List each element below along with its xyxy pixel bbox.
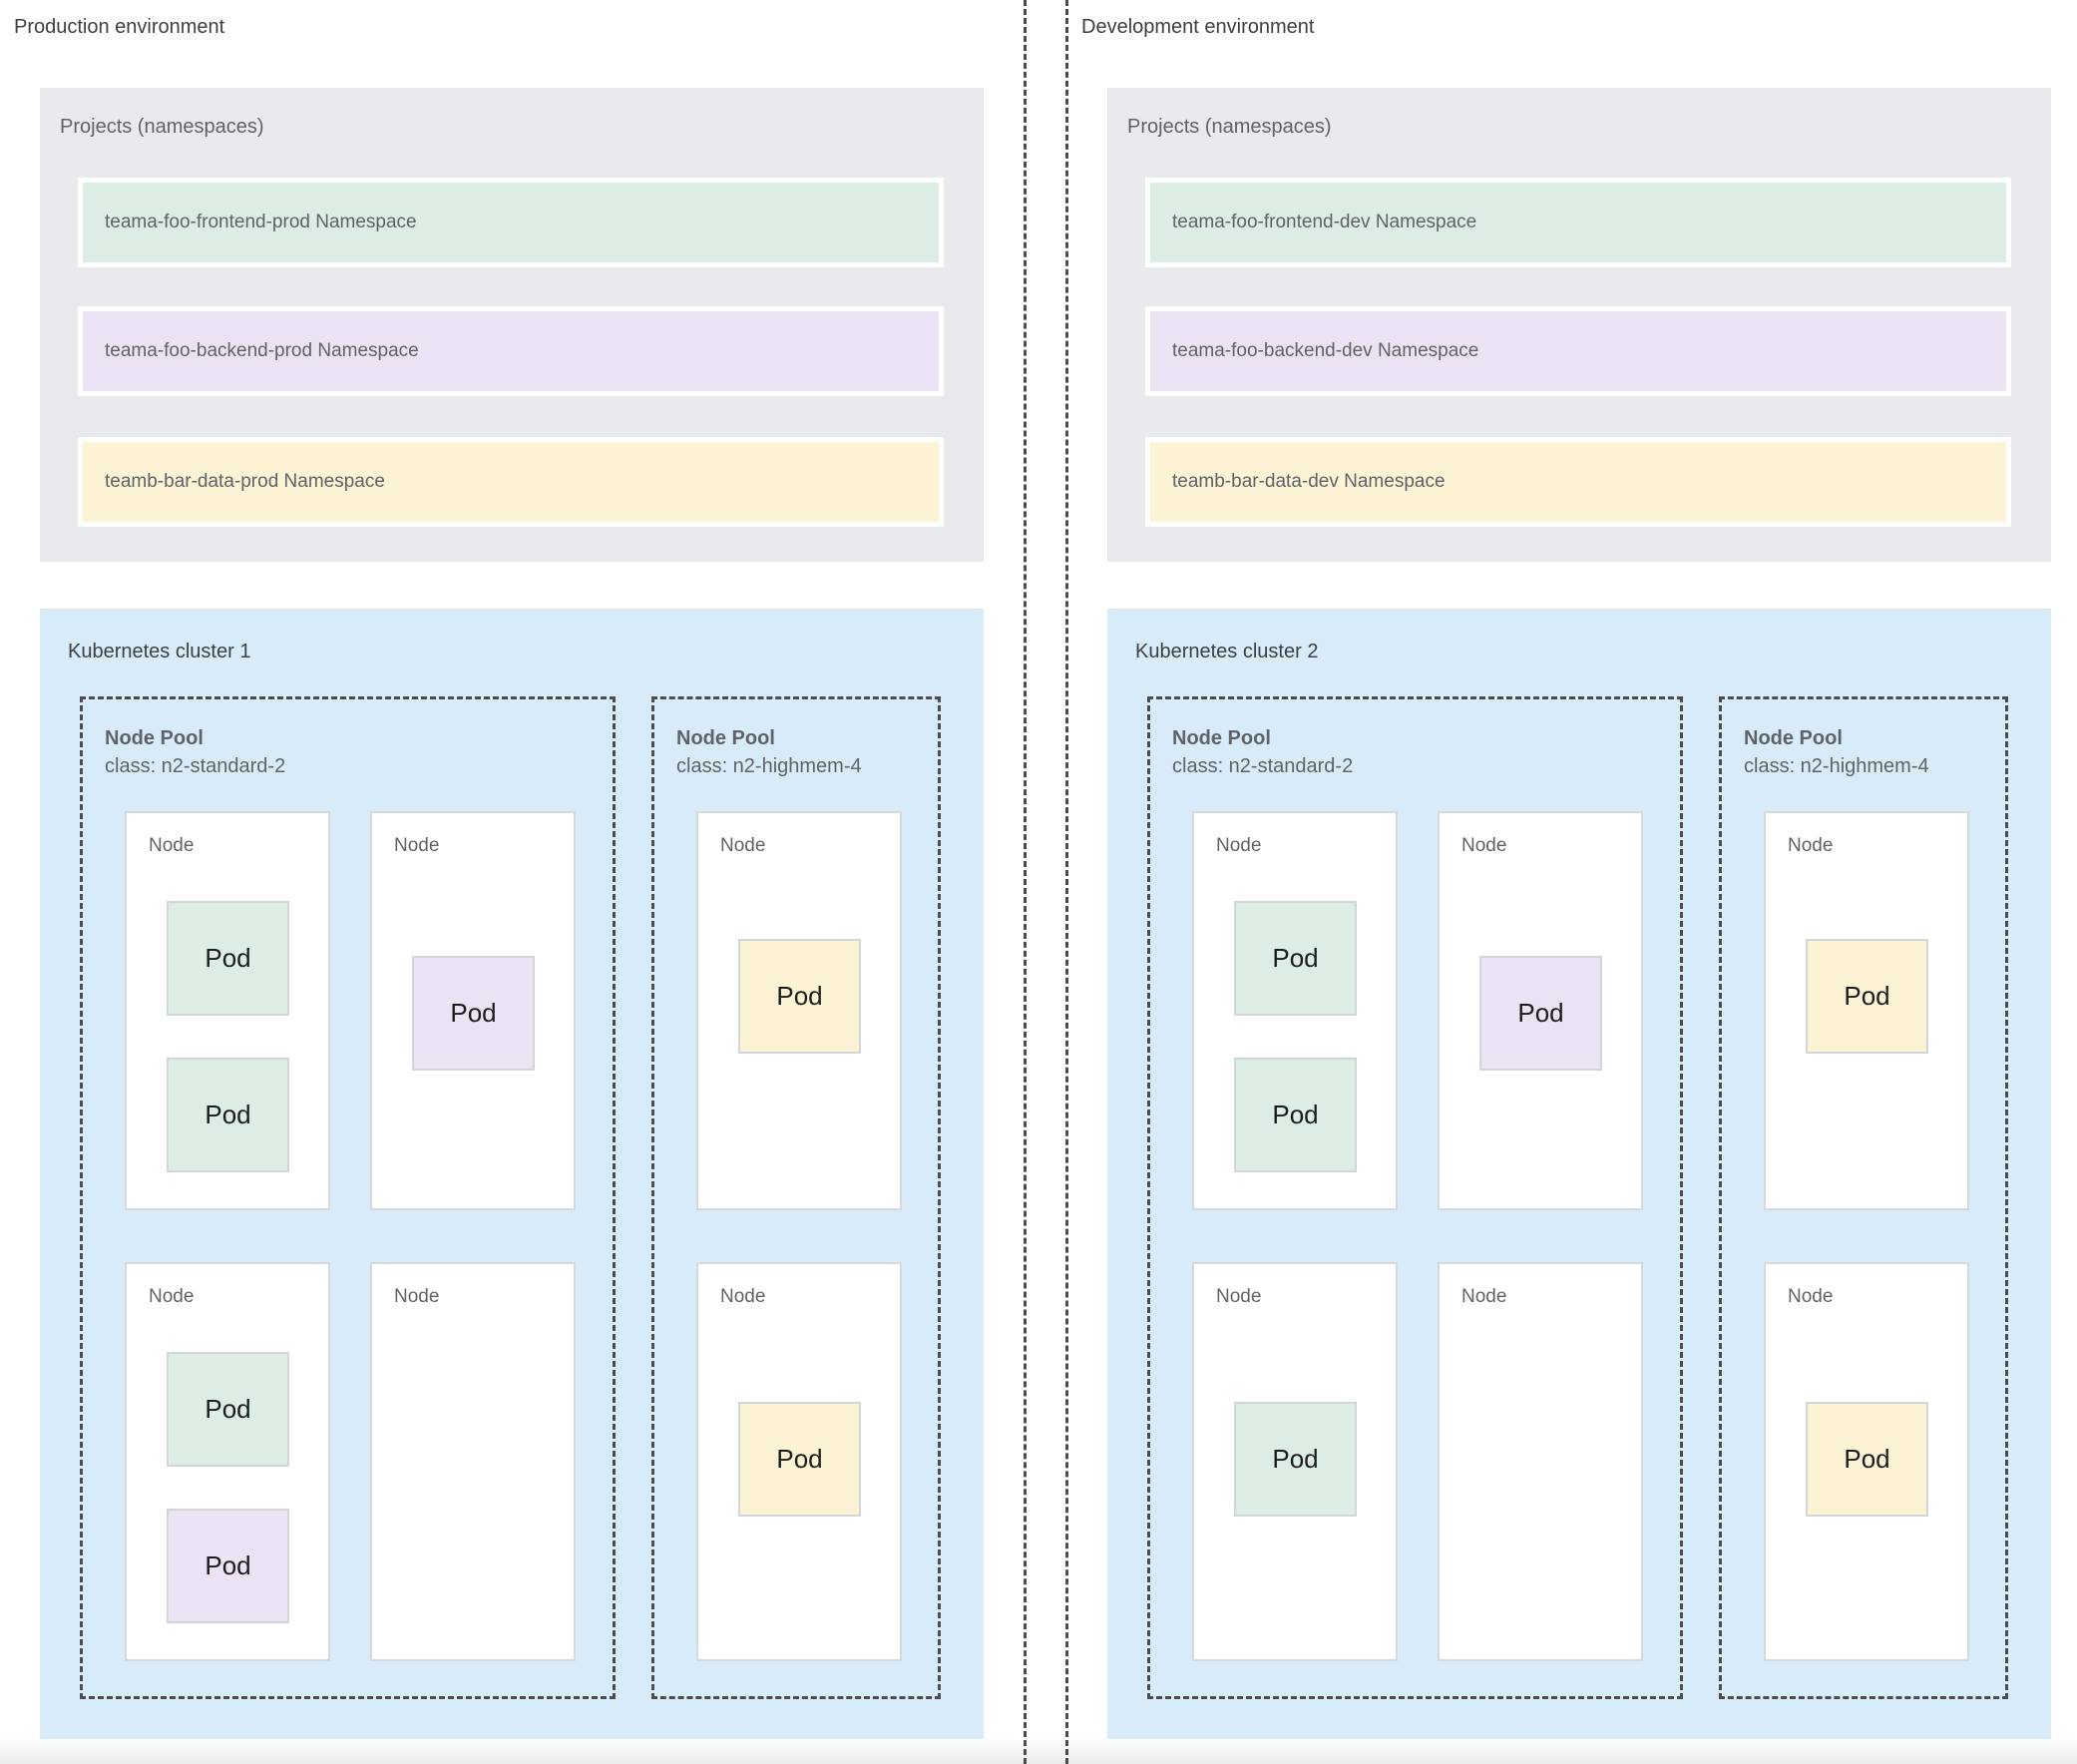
namespace-row: teamb-bar-data-prod Namespace xyxy=(78,437,944,527)
cluster-label: Kubernetes cluster 1 xyxy=(68,641,251,662)
node-label: Node xyxy=(149,835,195,856)
cluster-label: Kubernetes cluster 2 xyxy=(1135,641,1319,662)
node-pool-n2-standard-2: Node Pool class: n2-standard-2 Node Pod … xyxy=(80,696,616,1699)
projects-box: Projects (namespaces) teama-foo-frontend… xyxy=(1107,88,2051,562)
kubernetes-cluster-box: Kubernetes cluster 2 Node Pool class: n2… xyxy=(1107,609,2051,1739)
node-box: Node Pod xyxy=(1192,1262,1398,1661)
pod: Pod xyxy=(738,939,861,1054)
environment-divider-line xyxy=(1065,0,1068,1764)
namespace-label: teamb-bar-data-dev Namespace xyxy=(1172,471,1446,492)
environment-title: Production environment xyxy=(14,16,225,38)
pod: Pod xyxy=(738,1402,861,1517)
node-box: Node Pod xyxy=(1764,1262,1969,1661)
node-pool-n2-standard-2: Node Pool class: n2-standard-2 Node Pod … xyxy=(1147,696,1683,1699)
node-label: Node xyxy=(394,835,440,856)
node-pool-header: Node Pool class: n2-standard-2 xyxy=(105,724,613,780)
node-box: Node xyxy=(370,1262,576,1661)
node-box: Node Pod xyxy=(1764,811,1969,1210)
pod-label: Pod xyxy=(205,1100,251,1129)
node-pool-class: class: n2-standard-2 xyxy=(1172,755,1354,777)
node-box: Node Pod xyxy=(696,1262,902,1661)
pod-label: Pod xyxy=(450,998,497,1028)
pod-label: Pod xyxy=(1272,1444,1319,1474)
namespace-row: teama-foo-backend-prod Namespace xyxy=(78,306,944,396)
node-label: Node xyxy=(720,835,766,856)
pod-label: Pod xyxy=(1272,943,1319,973)
pod: Pod xyxy=(1479,956,1602,1071)
pod: Pod xyxy=(1806,1402,1928,1517)
node-box: Node Pod xyxy=(696,811,902,1210)
node-box: Node Pod Pod xyxy=(125,1262,330,1661)
node-pool-class: class: n2-standard-2 xyxy=(105,755,286,777)
namespace-row: teamb-bar-data-dev Namespace xyxy=(1145,437,2011,527)
pod: Pod xyxy=(1806,939,1928,1054)
node-label: Node xyxy=(1788,1286,1834,1307)
node-box: Node Pod Pod xyxy=(125,811,330,1210)
node-pool-title: Node Pool xyxy=(1172,727,1271,749)
node-label: Node xyxy=(1216,1286,1262,1307)
pod: Pod xyxy=(167,1509,289,1623)
kubernetes-cluster-box: Kubernetes cluster 1 Node Pool class: n2… xyxy=(40,609,984,1739)
pod-label: Pod xyxy=(205,1550,251,1580)
namespace-row: teama-foo-frontend-prod Namespace xyxy=(78,178,944,267)
node-box: Node Pod xyxy=(1438,811,1643,1210)
namespace-label: teama-foo-backend-prod Namespace xyxy=(105,340,419,361)
pod-label: Pod xyxy=(776,1444,823,1474)
pod: Pod xyxy=(412,956,535,1071)
pod: Pod xyxy=(1234,901,1357,1016)
pod-label: Pod xyxy=(1844,1444,1890,1474)
pod-label: Pod xyxy=(1272,1100,1319,1129)
node-box: Node Pod xyxy=(370,811,576,1210)
node-pool-class: class: n2-highmem-4 xyxy=(1744,755,1929,777)
node-pool-header: Node Pool class: n2-highmem-4 xyxy=(676,724,938,780)
bottom-edge-strip xyxy=(0,1739,2077,1764)
node-pool-n2-highmem-4: Node Pool class: n2-highmem-4 Node Pod N… xyxy=(651,696,941,1699)
node-pool-header: Node Pool class: n2-highmem-4 xyxy=(1744,724,2005,780)
namespace-label: teamb-bar-data-prod Namespace xyxy=(105,471,385,492)
projects-label: Projects (namespaces) xyxy=(60,116,264,138)
pod: Pod xyxy=(1234,1058,1357,1172)
pod: Pod xyxy=(1234,1402,1357,1517)
node-pool-class: class: n2-highmem-4 xyxy=(676,755,862,777)
pod-label: Pod xyxy=(1844,981,1890,1011)
pod-label: Pod xyxy=(205,943,251,973)
node-label: Node xyxy=(1216,835,1262,856)
development-environment: Development environment Projects (namesp… xyxy=(1081,0,2051,1764)
pod: Pod xyxy=(167,901,289,1016)
node-label: Node xyxy=(720,1286,766,1307)
namespace-row: teama-foo-backend-dev Namespace xyxy=(1145,306,2011,396)
node-label: Node xyxy=(394,1286,440,1307)
node-label: Node xyxy=(149,1286,195,1307)
namespace-label: teama-foo-backend-dev Namespace xyxy=(1172,340,1479,361)
pod: Pod xyxy=(167,1352,289,1467)
namespace-row: teama-foo-frontend-dev Namespace xyxy=(1145,178,2011,267)
node-pool-n2-highmem-4: Node Pool class: n2-highmem-4 Node Pod N… xyxy=(1719,696,2008,1699)
node-pool-title: Node Pool xyxy=(105,727,204,749)
node-label: Node xyxy=(1788,835,1834,856)
node-box: Node xyxy=(1438,1262,1643,1661)
pod-label: Pod xyxy=(1517,998,1564,1028)
pod-label: Pod xyxy=(205,1394,251,1424)
production-environment: Production environment Projects (namespa… xyxy=(14,0,984,1764)
node-box: Node Pod Pod xyxy=(1192,811,1398,1210)
node-pool-header: Node Pool class: n2-standard-2 xyxy=(1172,724,1680,780)
environment-divider-line xyxy=(1024,0,1027,1764)
pod-label: Pod xyxy=(776,981,823,1011)
projects-label: Projects (namespaces) xyxy=(1127,116,1332,138)
node-pool-title: Node Pool xyxy=(676,727,775,749)
node-label: Node xyxy=(1461,835,1507,856)
node-pool-title: Node Pool xyxy=(1744,727,1843,749)
environment-title: Development environment xyxy=(1081,16,1315,38)
pod: Pod xyxy=(167,1058,289,1172)
namespace-label: teama-foo-frontend-prod Namespace xyxy=(105,212,417,232)
projects-box: Projects (namespaces) teama-foo-frontend… xyxy=(40,88,984,562)
namespace-label: teama-foo-frontend-dev Namespace xyxy=(1172,212,1477,232)
node-label: Node xyxy=(1461,1286,1507,1307)
